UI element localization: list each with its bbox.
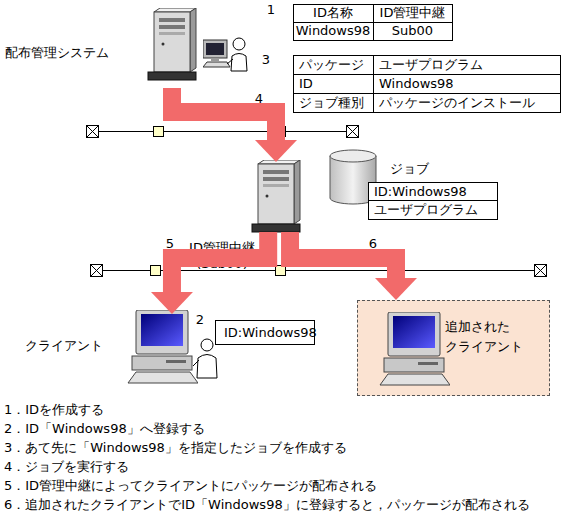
callout-number: 1	[264, 2, 278, 18]
person-body	[197, 355, 217, 379]
client-pc-icon	[128, 310, 198, 383]
table-cell: Windows98	[293, 22, 373, 40]
package-table	[294, 56, 561, 113]
table-cell: ID管理中継	[373, 4, 452, 22]
table-frame	[294, 56, 561, 113]
terminator-symbol	[347, 126, 359, 138]
terminator-symbol	[347, 126, 359, 138]
table-cell: ユーザプログラム	[373, 55, 560, 74]
terminator-symbol	[535, 265, 547, 277]
table-cell: ID	[293, 74, 373, 93]
table-rule	[373, 56, 374, 113]
callout-number: 5	[163, 236, 177, 252]
id-box: ID:Windows98	[215, 320, 315, 345]
callout-number: 6	[366, 236, 380, 252]
operator-icon	[203, 38, 247, 71]
node-label: 配布管理システム	[5, 45, 125, 61]
server-icon	[252, 160, 300, 232]
terminator-symbol	[91, 265, 103, 277]
node-label: ID:Windows98	[216, 321, 314, 344]
person-icon	[193, 339, 217, 378]
table-cell: Sub00	[373, 22, 452, 40]
flow-arrow	[172, 232, 268, 292]
database-label: ジョブ	[390, 160, 450, 178]
flow-arrow	[290, 232, 396, 278]
network-wire	[92, 131, 352, 132]
callout-number: 4	[252, 91, 266, 107]
network-wire	[96, 270, 540, 271]
table-rule	[294, 93, 561, 94]
node-label: ユーザプログラム	[369, 201, 497, 219]
network-line	[87, 126, 359, 138]
node-label: ID:Windows98	[369, 183, 497, 201]
callout-number: 3	[259, 52, 273, 68]
table-rule	[294, 74, 561, 75]
client-pc-icon	[380, 312, 450, 385]
flow-arrow	[172, 88, 276, 140]
server-icon	[148, 8, 196, 80]
node-label: クライアント	[25, 338, 113, 354]
callout-number: 2	[193, 312, 207, 328]
step-note: 2．ID「Windows98」へ登録する	[4, 419, 584, 438]
table-cell: Windows98	[373, 74, 560, 93]
step-note: 6．追加されたクライアントでID「Windows98」に登録すると，パッケージが…	[4, 495, 584, 514]
step-note: 1．IDを作成する	[4, 400, 584, 419]
person-head	[201, 339, 213, 351]
table-rule	[294, 22, 453, 23]
step-note: 3．あて先に「Windows98」を指定したジョブを作成する	[4, 438, 584, 457]
step-note: 5．ID管理中継によってクライアントにパッケージが配布される	[4, 476, 584, 495]
table-cell: パッケージ	[293, 55, 373, 74]
node-label: 追加された クライアント	[445, 317, 545, 357]
table-cell: ジョブ種別	[293, 93, 373, 112]
junction-symbol	[151, 266, 161, 276]
table-cell: ID名称	[293, 4, 373, 22]
terminator-symbol	[91, 265, 103, 277]
database-top	[330, 150, 376, 162]
person-arm	[193, 360, 199, 366]
table-frame	[294, 5, 453, 41]
table-cell: パッケージのインストール	[373, 93, 560, 112]
junction-symbol	[154, 127, 164, 137]
id-table	[294, 5, 453, 41]
terminator-symbol	[87, 126, 99, 138]
job-box: ID:Windows98ユーザプログラム	[368, 182, 498, 220]
terminator-symbol	[535, 265, 547, 277]
terminator-symbol	[87, 126, 99, 138]
step-note: 4．ジョブを実行する	[4, 457, 584, 476]
